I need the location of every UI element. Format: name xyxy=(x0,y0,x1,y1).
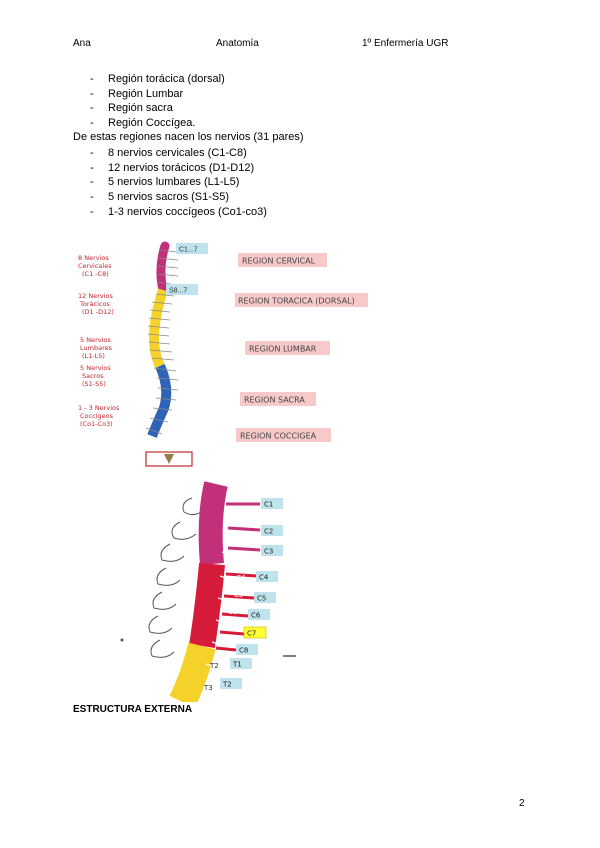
header-course: 1º Enfermería UGR xyxy=(362,38,448,49)
svg-text:(S1-S5): (S1-S5) xyxy=(82,380,106,388)
svg-text:8 Nervios: 8 Nervios xyxy=(78,254,109,262)
svg-text:(L1-L5): (L1-L5) xyxy=(82,352,105,360)
header-author: Ana xyxy=(73,38,91,49)
svg-text:5 Nervios: 5 Nervios xyxy=(80,364,111,372)
label-line: 8 Nervios xyxy=(78,254,109,262)
label-line: (Co1-Co3) xyxy=(80,420,113,428)
nerve-tag: C3 xyxy=(264,548,273,556)
list-item: 8 nervios cervicales (C1-C8) xyxy=(90,146,267,161)
region-label-lumbar: REGION LUMBAR xyxy=(249,345,317,354)
svg-text:Torácicos: Torácicos xyxy=(79,300,110,308)
svg-text:(C1 -C8): (C1 -C8) xyxy=(82,270,109,278)
vertebra-label: T3 xyxy=(203,684,213,692)
spine-drawing xyxy=(146,246,192,466)
nerve-tag: T2 xyxy=(222,681,232,689)
nerve-tag: C4 xyxy=(259,574,269,582)
list-item: Región torácica (dorsal) xyxy=(90,72,225,87)
label-line: 1 - 3 Nervios xyxy=(78,404,120,412)
svg-text:5 Nervios: 5 Nervios xyxy=(80,336,111,344)
label-line: Lumbares xyxy=(80,344,113,352)
regions-list: Región torácica (dorsal) Región Lumbar R… xyxy=(90,72,225,131)
svg-text:(Co1-Co3): (Co1-Co3) xyxy=(80,420,113,428)
label-line: (C1 -C8) xyxy=(82,270,109,278)
header-subject: Anatomía xyxy=(216,38,259,49)
list-item: 1-3 nervios coccígeos (Co1-co3) xyxy=(90,205,267,220)
nerve-tag: C1 xyxy=(264,501,273,509)
list-item: Región Lumbar xyxy=(90,87,225,102)
nerve-tag: T1 xyxy=(232,661,242,669)
section-title: ESTRUCTURA EXTERNA xyxy=(73,704,192,715)
vertebra-label: C4 xyxy=(236,574,246,582)
label-line: 5 Nervios xyxy=(80,364,111,372)
spinal-column-figure: 8 Nervios Cervicales (C1 -C8) 12 Nervios… xyxy=(70,238,380,470)
svg-text:Sacros: Sacros xyxy=(82,372,104,380)
svg-text:Lumbares: Lumbares xyxy=(80,344,113,352)
vertebra-label: C3 xyxy=(238,552,247,560)
list-item: 5 nervios sacros (S1-S5) xyxy=(90,190,267,205)
label-line: Sacros xyxy=(82,372,104,380)
nerve-tag: C6 xyxy=(251,612,261,620)
label-line: Cervicales xyxy=(78,262,112,270)
region-label-cervical: REGION CERVICAL xyxy=(242,257,316,266)
region-label-coccygeal: REGION COCCIGEA xyxy=(240,432,317,441)
nerve-tag: C5 xyxy=(257,595,266,603)
list-item: Región sacra xyxy=(90,101,225,116)
svg-text:12 Nervios: 12 Nervios xyxy=(78,292,114,300)
nerve-tag: C8 xyxy=(239,647,248,655)
region-label-thoracic: REGION TORACICA (DORSAL) xyxy=(238,297,355,306)
nerves-list: 8 nervios cervicales (C1-C8) 12 nervios … xyxy=(90,146,267,220)
region-label-sacral: REGION SACRA xyxy=(244,396,305,405)
vertebra-label: T1 xyxy=(215,640,225,648)
list-item: Región Coccígea. xyxy=(90,116,225,131)
vertebra-label: T2 xyxy=(209,662,219,670)
label-line: 12 Nervios xyxy=(78,292,114,300)
tag-second: S8...7 xyxy=(169,288,187,295)
label-line: Torácicos xyxy=(79,300,110,308)
label-line: (S1-S5) xyxy=(82,380,106,388)
vertebra-label: C2 xyxy=(240,535,249,543)
vertebra-label: C7 xyxy=(222,625,231,633)
label-line: 5 Nervios xyxy=(80,336,111,344)
cervical-detail-figure: C1 C2 C3 C4 C5 C6 C7 T1 T2 T3 C1 C2 C3 C… xyxy=(110,478,310,702)
vertebra-label: C5 xyxy=(234,591,243,599)
tag-cervical: C1...7 xyxy=(179,247,198,254)
label-line: (D1 -D12) xyxy=(82,308,114,316)
nerve-tag-highlighted: C7 xyxy=(247,630,256,638)
label-line: Coccígeos xyxy=(80,412,114,420)
intro-paragraph: De estas regiones nacen los nervios (31 … xyxy=(73,131,304,143)
label-line: (L1-L5) xyxy=(82,352,105,360)
svg-text:(D1 -D12): (D1 -D12) xyxy=(82,308,114,316)
list-item: 5 nervios lumbares (L1-L5) xyxy=(90,175,267,190)
vertebra-label: C1 xyxy=(240,512,249,520)
svg-text:Coccígeos: Coccígeos xyxy=(80,412,114,420)
vertebra-label: C6 xyxy=(228,608,238,616)
svg-text:1 - 3 Nervios: 1 - 3 Nervios xyxy=(78,404,120,412)
nerve-tag: C2 xyxy=(264,528,273,536)
page-number: 2 xyxy=(519,798,525,809)
list-item: 12 nervios torácicos (D1-D12) xyxy=(90,161,267,176)
svg-text:Cervicales: Cervicales xyxy=(78,262,112,270)
